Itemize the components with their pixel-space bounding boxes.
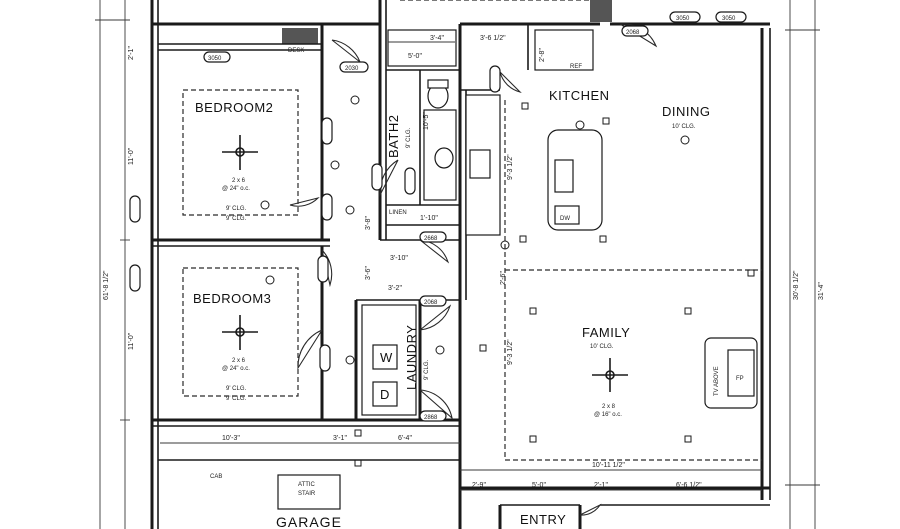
dim-11-0-bottom: 11'-0" bbox=[128, 332, 135, 350]
room-label-bedroom3: BEDROOM3 bbox=[193, 291, 271, 306]
room-label-laundry: LAUNDRY bbox=[404, 325, 419, 390]
family-spacing-note: @ 16" o.c. bbox=[594, 412, 622, 418]
dim-31-4: 31'-4" bbox=[818, 282, 825, 300]
wall-hatch-top bbox=[282, 28, 318, 44]
dim-10-5: 10'-5" bbox=[423, 112, 430, 130]
bed3-spacing-note: @ 24" o.c. bbox=[222, 366, 250, 372]
dim-30-8: 30'-8 1/2" bbox=[793, 270, 800, 300]
room-label-kitchen: KITCHEN bbox=[549, 88, 610, 103]
dim-10-3: 10'-3" bbox=[222, 435, 240, 442]
exterior-walls bbox=[150, 0, 771, 529]
label-dryer: D bbox=[380, 387, 390, 402]
dim-2-1-left: 2'-1" bbox=[128, 46, 135, 60]
family-ceiling: 10' CLG. bbox=[590, 344, 614, 350]
washer bbox=[372, 344, 398, 370]
room-label-entry: ENTRY bbox=[520, 512, 566, 527]
label-fp-note: TV ABOVE bbox=[714, 366, 720, 396]
dim-6-6: 6'-6 1/2" bbox=[676, 482, 702, 489]
laundry-ceiling: 9' CLG. bbox=[424, 360, 430, 380]
dim-61-8: 61'-8 1/2" bbox=[103, 270, 110, 300]
window-tag-w12: 2668 bbox=[424, 236, 438, 242]
window-tags: 3050 3050 2030 3050 2668 2068 2868 2068 bbox=[129, 11, 747, 422]
light-fixture-icons bbox=[260, 95, 755, 467]
laundry-fixtures bbox=[361, 304, 417, 416]
label-stair: STAIR bbox=[298, 491, 316, 497]
window-tag-w13: 2068 bbox=[424, 300, 438, 306]
label-desk: DESK bbox=[288, 48, 304, 54]
bed2-beam-note: 2 x 6 bbox=[232, 178, 246, 184]
dim-3-6: 3'-6 1/2" bbox=[480, 35, 506, 42]
room-label-dining: DINING bbox=[662, 104, 711, 119]
bathtub bbox=[387, 29, 457, 67]
bath2-ceiling: 9' CLG. bbox=[406, 128, 412, 148]
bed2-spacing-note: @ 24" o.c. bbox=[222, 186, 250, 192]
window-tag-w2: 3050 bbox=[722, 16, 736, 22]
dim-11-0-top: 11'-0" bbox=[128, 147, 135, 165]
dim-1-10: 1'-10" bbox=[420, 215, 438, 222]
attic-stair-box bbox=[277, 474, 341, 510]
dryer bbox=[372, 381, 398, 407]
kitchen-island bbox=[547, 129, 603, 231]
label-cab: CAB bbox=[210, 474, 222, 480]
room-label-bedroom2: BEDROOM2 bbox=[195, 100, 273, 115]
window-tag-w4: 3050 bbox=[208, 56, 222, 62]
room-label-family: FAMILY bbox=[582, 325, 630, 340]
dim-3-4: 3'-4" bbox=[430, 35, 444, 42]
dim-2-9: 2'-9" bbox=[472, 482, 486, 489]
dim-2-6: 2'-6" bbox=[500, 271, 507, 285]
bed3-clg-note-1: 9' CLG. bbox=[226, 386, 246, 392]
fireplace bbox=[704, 337, 758, 409]
right-dimension-lines: 30'-8 1/2" 31'-4" bbox=[785, 0, 825, 529]
bath-fixtures bbox=[387, 29, 457, 201]
dim-3-1: 3'-1" bbox=[333, 435, 347, 442]
refrigerator bbox=[534, 29, 594, 71]
dim-3-10: 3'-10" bbox=[390, 255, 408, 262]
interior-dimensions: 10'-3" 3'-1" 6'-4" 10'-11 1/2" 2'-9" 5'-… bbox=[160, 35, 762, 491]
dim-6-4: 6'-4" bbox=[398, 435, 412, 442]
left-dimension-lines: 61'-8 1/2" 2'-1" 11'-0" 11'-0" bbox=[95, 0, 135, 529]
dim-9-3b: 9'-3 1/2" bbox=[507, 339, 514, 365]
room-label-bath2: BATH2 bbox=[386, 115, 401, 158]
ceiling-fan-icon-bed2 bbox=[222, 135, 258, 170]
label-attic: ATTIC bbox=[298, 482, 316, 488]
bed2-clg-note-1: 9' CLG. bbox=[226, 206, 246, 212]
bed2-clg-note-2: 9' CLG. bbox=[226, 216, 246, 222]
bed3-beam-note: 2 x 6 bbox=[232, 358, 246, 364]
dim-2-1: 2'-1" bbox=[594, 482, 608, 489]
ceiling-fan-icon-bed3 bbox=[222, 315, 258, 350]
ceiling-outlines bbox=[182, 0, 762, 461]
dim-3-2: 3'-2" bbox=[388, 285, 402, 292]
label-washer: W bbox=[380, 350, 393, 365]
label-dw: DW bbox=[560, 216, 570, 222]
label-linen: LINEN bbox=[389, 210, 407, 216]
window-tag-w3: 2030 bbox=[345, 66, 359, 72]
window-tag-w15: 2068 bbox=[626, 30, 640, 36]
dim-10-11: 10'-11 1/2" bbox=[592, 462, 625, 469]
room-label-garage: GARAGE bbox=[276, 514, 342, 529]
dim-2-8: 2'-8" bbox=[539, 48, 546, 62]
label-ref: REF bbox=[570, 64, 582, 70]
dim-3-6b: 3'-6" bbox=[365, 266, 372, 280]
wall-hatch-right bbox=[590, 0, 612, 22]
dim-5-0b: 5'-0" bbox=[408, 53, 422, 60]
family-beam-note: 2 x 8 bbox=[602, 404, 616, 410]
bed3-clg-note-2: 9' CLG. bbox=[226, 396, 246, 402]
dim-3-8: 3'-8" bbox=[365, 216, 372, 230]
dining-ceiling: 10' CLG. bbox=[672, 124, 696, 130]
kitchen-counters bbox=[465, 29, 603, 236]
dim-9-3: 9'-3 1/2" bbox=[507, 154, 514, 180]
window-tag-w1: 3050 bbox=[676, 16, 690, 22]
dim-5-0a: 5'-0" bbox=[532, 482, 546, 489]
ceiling-fan-icon-family bbox=[592, 358, 628, 392]
label-fp: FP bbox=[736, 376, 744, 382]
window-tag-w14: 2868 bbox=[424, 415, 438, 421]
